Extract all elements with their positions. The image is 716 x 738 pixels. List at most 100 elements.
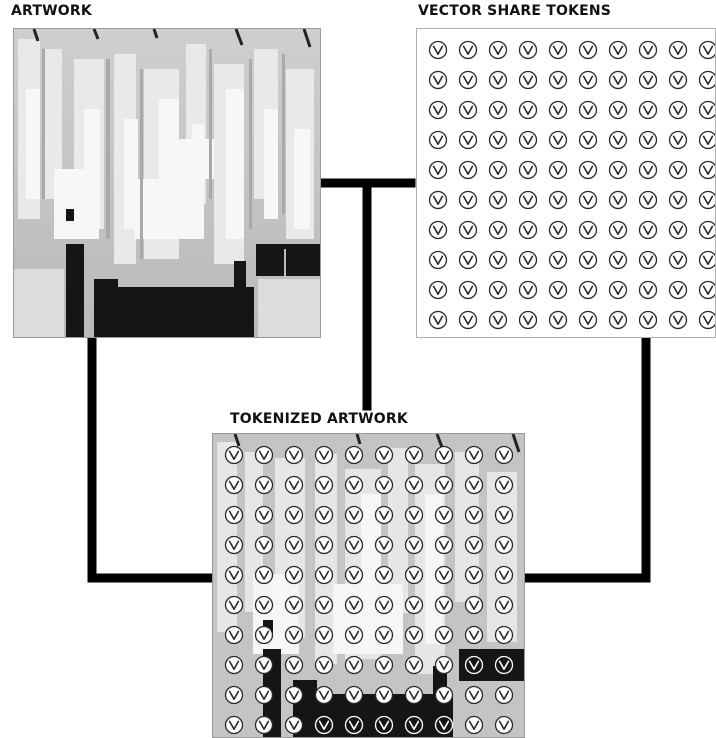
v-circle-icon	[603, 305, 633, 335]
v-circle-icon	[249, 590, 279, 620]
v-circle-icon	[603, 215, 633, 245]
v-circle-icon	[429, 680, 459, 710]
v-circle-icon	[573, 65, 603, 95]
v-circle-icon	[489, 440, 519, 470]
v-circle-icon	[489, 530, 519, 560]
v-circle-icon	[429, 530, 459, 560]
artwork-label: ARTWORK	[11, 3, 92, 19]
v-circle-icon	[483, 275, 513, 305]
v-circle-icon	[309, 650, 339, 680]
v-circle-icon	[543, 215, 573, 245]
v-circle-icon	[459, 620, 489, 650]
v-circle-icon	[249, 620, 279, 650]
v-circle-icon	[459, 710, 489, 738]
v-circle-icon	[693, 155, 716, 185]
v-circle-icon	[693, 65, 716, 95]
v-circle-icon	[453, 215, 483, 245]
v-circle-icon	[219, 590, 249, 620]
v-circle-icon	[429, 590, 459, 620]
v-circle-icon	[339, 590, 369, 620]
v-circle-icon	[573, 125, 603, 155]
v-circle-icon	[339, 710, 369, 738]
v-circle-icon	[513, 185, 543, 215]
v-circle-icon	[663, 215, 693, 245]
v-circle-icon	[663, 245, 693, 275]
v-circle-icon	[369, 500, 399, 530]
v-circle-icon	[543, 125, 573, 155]
v-circle-icon	[603, 35, 633, 65]
v-circle-icon	[513, 305, 543, 335]
v-circle-icon	[633, 245, 663, 275]
v-circle-icon	[513, 95, 543, 125]
v-circle-icon	[369, 440, 399, 470]
token-grid	[423, 35, 716, 335]
tokenized-artwork-label: TOKENIZED ARTWORK	[230, 411, 408, 427]
v-circle-icon	[459, 650, 489, 680]
v-circle-icon	[453, 95, 483, 125]
v-circle-icon	[543, 245, 573, 275]
v-circle-icon	[339, 620, 369, 650]
v-circle-icon	[219, 470, 249, 500]
v-circle-icon	[483, 95, 513, 125]
v-circle-icon	[693, 185, 716, 215]
v-circle-icon	[459, 500, 489, 530]
v-circle-icon	[429, 620, 459, 650]
v-circle-icon	[429, 470, 459, 500]
v-circle-icon	[483, 35, 513, 65]
v-circle-icon	[483, 185, 513, 215]
v-circle-icon	[633, 65, 663, 95]
v-circle-icon	[603, 125, 633, 155]
v-circle-icon	[633, 95, 663, 125]
v-circle-icon	[309, 530, 339, 560]
v-circle-icon	[423, 35, 453, 65]
v-circle-icon	[663, 275, 693, 305]
tokenized-artwork-image	[212, 433, 525, 738]
v-circle-icon	[429, 650, 459, 680]
v-circle-icon	[279, 440, 309, 470]
v-circle-icon	[249, 500, 279, 530]
v-circle-icon	[543, 65, 573, 95]
v-circle-icon	[339, 530, 369, 560]
v-circle-icon	[663, 35, 693, 65]
v-circle-icon	[423, 245, 453, 275]
v-circle-icon	[489, 710, 519, 738]
v-circle-icon	[633, 305, 663, 335]
v-circle-icon	[249, 650, 279, 680]
abstract-artwork-graphic	[14, 29, 320, 337]
v-circle-icon	[573, 305, 603, 335]
v-circle-icon	[573, 245, 603, 275]
v-circle-icon	[369, 590, 399, 620]
v-circle-icon	[603, 65, 633, 95]
v-circle-icon	[453, 155, 483, 185]
v-circle-icon	[459, 440, 489, 470]
v-circle-icon	[219, 560, 249, 590]
v-circle-icon	[399, 530, 429, 560]
v-circle-icon	[249, 530, 279, 560]
v-circle-icon	[663, 155, 693, 185]
vector-share-tokens-grid	[416, 28, 716, 338]
v-circle-icon	[249, 560, 279, 590]
v-circle-icon	[513, 125, 543, 155]
v-circle-icon	[513, 155, 543, 185]
v-circle-icon	[693, 125, 716, 155]
v-circle-icon	[633, 215, 663, 245]
v-circle-icon	[399, 440, 429, 470]
vector-share-tokens-label: VECTOR SHARE TOKENS	[418, 3, 611, 19]
v-circle-icon	[309, 710, 339, 738]
v-circle-icon	[399, 500, 429, 530]
v-circle-icon	[483, 155, 513, 185]
v-circle-icon	[453, 65, 483, 95]
v-circle-icon	[309, 560, 339, 590]
v-circle-icon	[453, 275, 483, 305]
v-circle-icon	[513, 275, 543, 305]
v-circle-icon	[489, 590, 519, 620]
v-circle-icon	[489, 500, 519, 530]
v-circle-icon	[219, 500, 249, 530]
v-circle-icon	[483, 65, 513, 95]
v-circle-icon	[489, 620, 519, 650]
v-circle-icon	[279, 680, 309, 710]
v-circle-icon	[459, 560, 489, 590]
v-circle-icon	[483, 215, 513, 245]
v-circle-icon	[453, 185, 483, 215]
v-circle-icon	[603, 275, 633, 305]
